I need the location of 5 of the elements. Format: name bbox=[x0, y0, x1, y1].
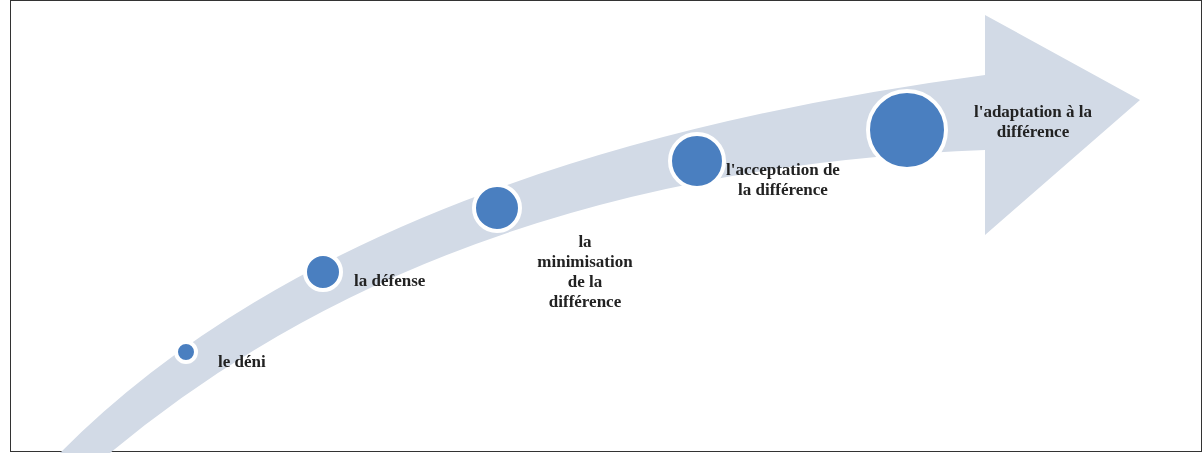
stage-label: l'adaptation à la différence bbox=[972, 102, 1094, 142]
stage-label: la minimisation de la différence bbox=[536, 232, 634, 312]
stage-label: la défense bbox=[354, 271, 427, 291]
stage-label: le déni bbox=[218, 352, 267, 372]
stage-label: l'acceptation de la différence bbox=[725, 160, 841, 200]
